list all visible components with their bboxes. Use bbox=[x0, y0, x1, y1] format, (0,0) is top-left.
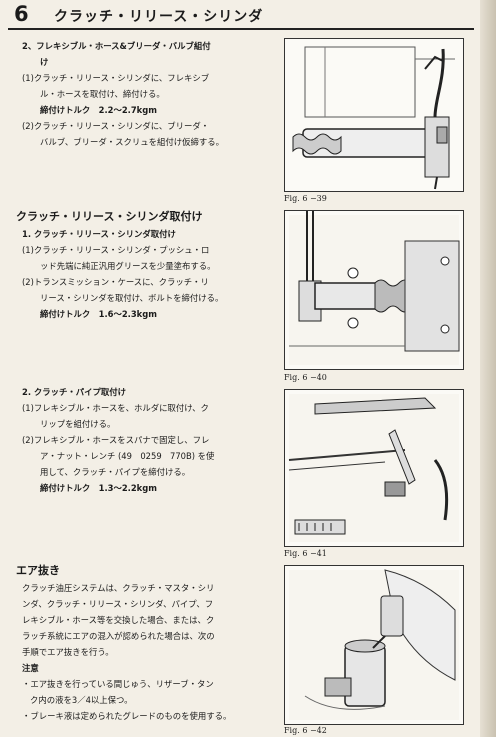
page-binding-edge bbox=[480, 0, 496, 737]
section4-note1-line2: ク内の液を3／4以上保つ。 bbox=[30, 695, 133, 705]
section4-title: エア抜き bbox=[16, 564, 60, 577]
section3-torque: 締付けトルク 1.3〜2.2kgm bbox=[40, 483, 157, 493]
section3-step2-line1: (2)フレキシブル・ホースをスパナで固定し、フレ bbox=[22, 435, 210, 445]
figure-clutch-pipe bbox=[284, 389, 464, 547]
section1-step1-line2: ル・ホースを取付け、締付ける。 bbox=[40, 89, 165, 99]
section2-step1-line1: (1)クラッチ・リリース・シリンダ・プッシュ・ロ bbox=[22, 245, 210, 255]
figure-air-bleeding bbox=[284, 565, 464, 725]
section4-line5: 手順でエア抜きを行う。 bbox=[22, 647, 114, 657]
chapter-header: 6 クラッチ・リリース・シリンダ bbox=[8, 2, 474, 30]
section3-step2-line2: ア・ナット・レンチ (49 0259 770B) を使 bbox=[40, 451, 215, 461]
section-air-bleeding: エア抜き クラッチ油圧システムは、クラッチ・マスタ・シリ ンダ、クラッチ・リリー… bbox=[16, 562, 278, 724]
section1-step1-line1: (1)クラッチ・リリース・シリンダに、フレキシブ bbox=[22, 73, 210, 83]
section1-heading-line2: け bbox=[40, 57, 49, 67]
section3-step2-line3: 用して、クラッチ・パイプを締付ける。 bbox=[40, 467, 191, 477]
section4-line1: クラッチ油圧システムは、クラッチ・マスタ・シリ bbox=[22, 583, 215, 593]
section2-heading: 1. クラッチ・リリース・シリンダ取付け bbox=[22, 229, 176, 239]
chapter-number: 6 bbox=[14, 2, 29, 26]
chapter-title: クラッチ・リリース・シリンダ bbox=[54, 9, 264, 25]
figure-label-41: Fig. 6 −41 bbox=[284, 549, 327, 558]
section3-heading: 2. クラッチ・パイプ取付け bbox=[22, 387, 127, 397]
section3-step1-line2: リップを組付ける。 bbox=[40, 419, 116, 429]
section1-step2-line1: (2)クラッチ・リリース・シリンダに、ブリーダ・ bbox=[22, 121, 210, 131]
section4-note1-line1: ・エア抜きを行っている間じゅう、リザーブ・タン bbox=[22, 679, 214, 689]
figure-label-40: Fig. 6 −40 bbox=[284, 373, 327, 382]
section3-step1-line1: (1)フレキシブル・ホースを、ホルダに取付け、ク bbox=[22, 403, 209, 413]
figure-label-42: Fig. 6 −42 bbox=[284, 726, 327, 735]
section2-step2-line2: リース・シリンダを取付け、ボルトを締付ける。 bbox=[40, 293, 224, 303]
section4-line4: ラッチ系統にエアの混入が認められた場合は、次の bbox=[22, 631, 215, 641]
section4-line3: レキシブル・ホース等を交換した場合、または、ク bbox=[22, 615, 215, 625]
figure-hose-bleeder bbox=[284, 38, 464, 192]
section2-torque: 締付けトルク 1.6〜2.3kgm bbox=[40, 309, 157, 319]
section1-torque: 締付けトルク 2.2〜2.7kgm bbox=[40, 105, 157, 115]
section4-note-title: 注意 bbox=[22, 663, 39, 673]
section-clutch-pipe: 2. クラッチ・パイプ取付け (1)フレキシブル・ホースを、ホルダに取付け、ク … bbox=[22, 384, 278, 496]
figure-label-39: Fig. 6 −39 bbox=[284, 194, 327, 203]
section2-title: クラッチ・リリース・シリンダ取付け bbox=[16, 210, 203, 223]
section4-note2: ・ブレーキ液は定められたグレードのものを使用する。 bbox=[22, 711, 232, 721]
section-hose-bleeder: 2、フレキシブル・ホース&ブリーダ・バルブ組付 け (1)クラッチ・リリース・シ… bbox=[22, 38, 278, 150]
section4-line2: ンダ、クラッチ・リリース・シリンダ、パイプ、フ bbox=[22, 599, 214, 609]
section1-step2-line2: バルブ、ブリーダ・スクリュを組付け仮締する。 bbox=[40, 137, 224, 147]
figure-release-cylinder-install bbox=[284, 210, 464, 370]
section1-heading-line1: 2、フレキシブル・ホース&ブリーダ・バルブ組付 bbox=[22, 41, 211, 51]
section-release-cylinder-install: クラッチ・リリース・シリンダ取付け 1. クラッチ・リリース・シリンダ取付け (… bbox=[16, 208, 278, 322]
section2-step2-line1: (2)トランスミッション・ケースに、クラッチ・リ bbox=[22, 277, 209, 287]
section2-step1-line2: ッド先端に純正汎用グリースを少量塗布する。 bbox=[40, 261, 216, 271]
